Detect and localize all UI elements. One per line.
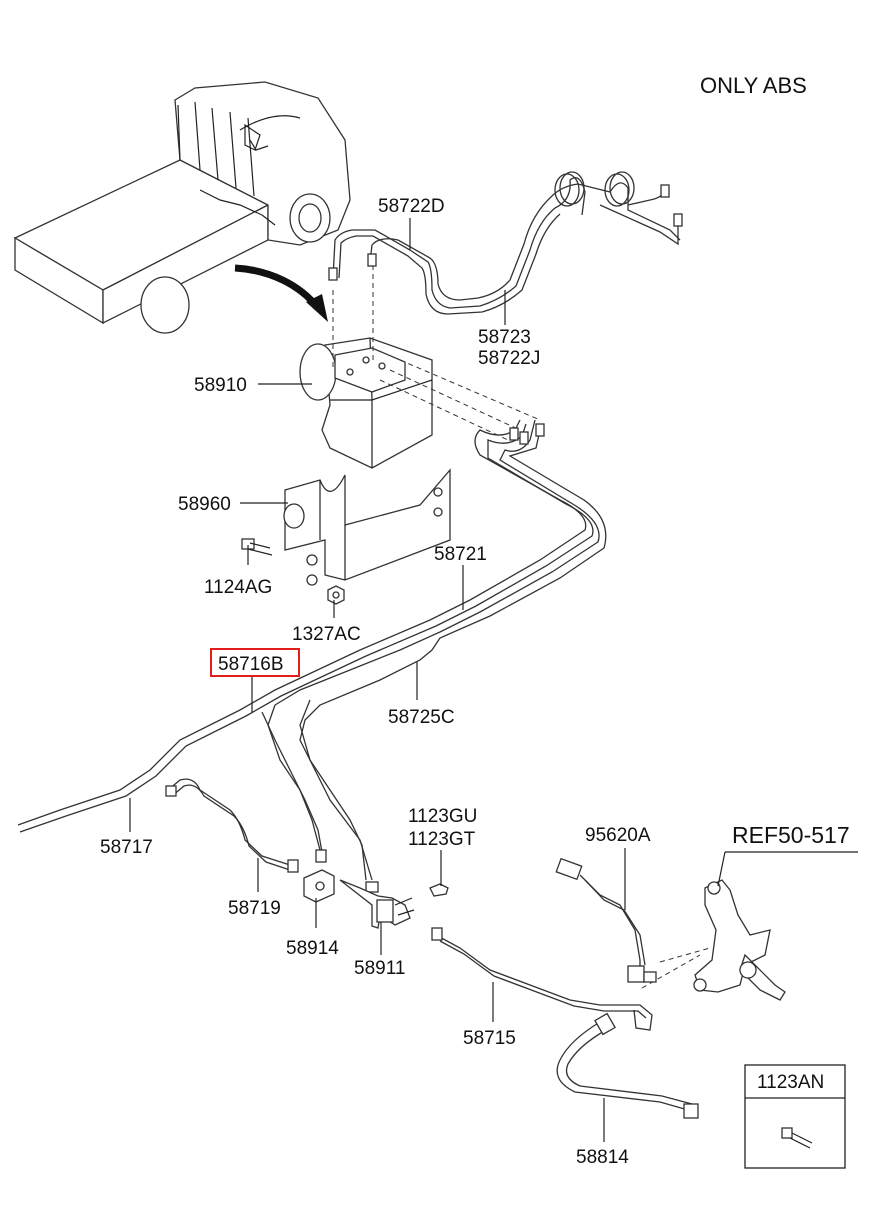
label-1123GU: 1123GU xyxy=(408,806,477,827)
label-95620A: 95620A xyxy=(585,825,651,846)
direction-arrow xyxy=(234,264,328,322)
part-box-1123AN xyxy=(744,1064,846,1169)
label-58721: 58721 xyxy=(434,544,487,565)
brake-line-58715 xyxy=(431,927,653,1031)
bracket-58960 xyxy=(283,468,451,586)
label-ref50-517: REF50-517 xyxy=(732,822,850,848)
label-58716B[interactable]: 58716B xyxy=(218,654,284,675)
label-58719: 58719 xyxy=(228,898,281,919)
label-58911: 58911 xyxy=(354,958,405,979)
label-1327AC: 1327AC xyxy=(292,624,361,645)
abs-modulator-58910 xyxy=(299,337,433,469)
main-brake-lines xyxy=(17,419,607,893)
label-1123GT: 1123GT xyxy=(408,829,476,850)
label-1123AN: 1123AN xyxy=(757,1072,824,1093)
junction-58911 xyxy=(339,879,449,929)
label-58722J: 58722J xyxy=(478,348,540,369)
vehicle-illustration xyxy=(13,81,351,334)
label-58960: 58960 xyxy=(178,494,231,515)
leader-lines xyxy=(129,218,858,1142)
label-58914: 58914 xyxy=(286,938,339,959)
bolt-1124AG xyxy=(241,538,273,556)
sensor-95620A xyxy=(555,857,657,983)
label-58723: 58723 xyxy=(478,327,531,348)
highlight-box-58716B xyxy=(210,648,300,677)
nut-1327AC xyxy=(327,585,345,605)
only-abs-note: ONLY ABS xyxy=(700,73,807,98)
steering-knuckle xyxy=(693,879,786,1001)
label-58715: 58715 xyxy=(463,1028,516,1049)
brake-hose-58814 xyxy=(556,1012,699,1119)
label-58717: 58717 xyxy=(100,837,153,858)
brake-line-58719 xyxy=(165,778,299,873)
upper-brake-lines xyxy=(328,171,683,315)
connector-58914 xyxy=(303,869,335,903)
label-1124AG: 1124AG xyxy=(204,577,272,598)
label-58910: 58910 xyxy=(194,375,247,396)
label-58725C: 58725C xyxy=(388,707,455,728)
label-58814: 58814 xyxy=(576,1147,629,1168)
label-58722D: 58722D xyxy=(378,196,445,217)
